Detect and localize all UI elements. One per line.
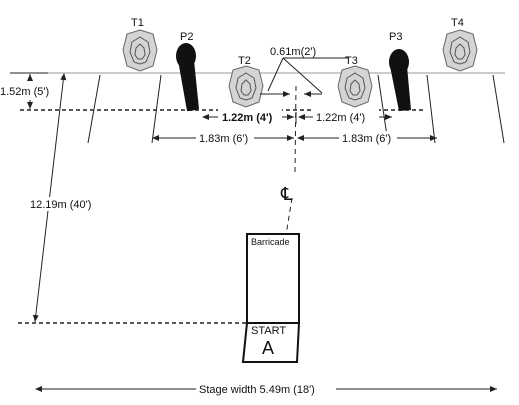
target-t2: T2: [228, 55, 264, 108]
label-left-span: 1.83m (6'): [199, 133, 248, 145]
barricade-label: Barricade: [251, 237, 290, 247]
start-box: START A: [241, 322, 301, 363]
label-fault-line-depth: 1.52m (5'): [0, 86, 49, 98]
dim-fault-line-depth: 1.52m (5'): [0, 72, 49, 109]
dim-stage-width: Stage width 5.49m (18'): [35, 382, 497, 396]
dim-t2-t3-offset: 0.61m(2'): [260, 46, 348, 97]
label-t3: T3: [345, 55, 358, 67]
start-position: A: [262, 338, 274, 358]
label-p3: P3: [389, 31, 402, 43]
label-stage-width: Stage width 5.49m (18'): [199, 384, 315, 396]
dim-outer-spans: 1.83m (6') 1.83m (6'): [152, 131, 437, 145]
label-t1: T1: [131, 17, 144, 29]
target-t4: T4: [442, 17, 478, 72]
label-start-distance: 12.19m (40'): [30, 199, 91, 211]
dim-start-distance: 12.19m (40'): [28, 73, 100, 323]
label-t3-p3: 1.22m (4'): [316, 112, 365, 124]
dim-inner-spans: 1.22m (4') 1.22m (4'): [202, 109, 392, 124]
label-t4: T4: [451, 17, 464, 29]
popper-p3: P3: [389, 31, 411, 111]
label-t2-t3-offset: 0.61m(2'): [270, 46, 316, 58]
center-line-symbol: ℄: [280, 184, 293, 204]
start-label: START: [251, 325, 286, 337]
label-right-span: 1.83m (6'): [342, 133, 391, 145]
label-t2: T2: [238, 55, 251, 67]
label-p2: P2: [180, 31, 193, 43]
center-line: ℄: [271, 85, 297, 323]
label-p2-t2: 1.22m (4'): [222, 112, 273, 124]
barricade: Barricade: [246, 233, 300, 324]
target-t1: T1: [122, 17, 158, 72]
target-t3: T3: [337, 55, 373, 108]
popper-p2: P2: [176, 31, 199, 111]
